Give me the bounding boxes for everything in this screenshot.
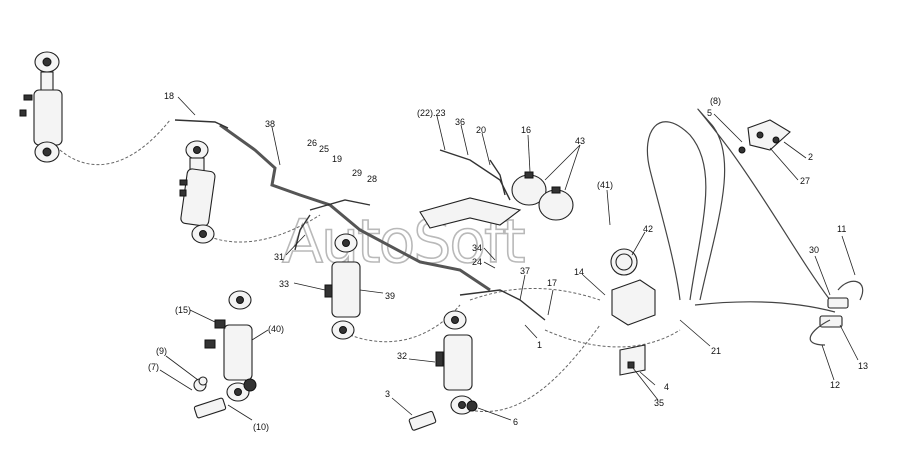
callout-41: (41) [597,180,613,190]
callout-17: 17 [547,278,557,288]
callout-9: (9) [156,346,167,356]
callout-36: 36 [455,117,465,127]
callout-15: (15) [175,305,191,315]
callout-12: 12 [830,380,840,390]
callout-39: 39 [385,291,395,301]
callout-8: (8) [710,96,721,106]
callout-16: 16 [521,125,531,135]
callout-34: 34 [472,243,482,253]
callout-6: 6 [513,417,518,427]
callout-32: 32 [397,351,407,361]
callout-43: 43 [575,136,585,146]
callout-18: 18 [164,91,174,101]
callout-28: 28 [367,174,377,184]
callout-24: 24 [472,257,482,267]
callout-4: 4 [664,382,669,392]
callout-26: 26 [307,138,317,148]
callout-5: 5 [707,108,712,118]
callout-29: 29 [352,168,362,178]
callout-7: (7) [148,362,159,372]
hydraulic-cylinder-left-middle [179,140,216,244]
hydraulic-cylinder-bottom-left [193,290,257,419]
callout-19: 19 [332,154,342,164]
callout-10: (10) [253,422,269,432]
callout-37: 37 [520,266,530,276]
callout-42: 42 [643,224,653,234]
callout-13: 13 [858,361,868,371]
hydraulic-cylinder-top-left [19,51,63,163]
callouts: 18 38 26 25 19 29 28 (22).23 36 20 16 43… [148,91,868,432]
callout-22-23: (22).23 [417,108,446,118]
callout-33: 33 [279,279,289,289]
valve-block [610,248,656,376]
hydraulic-cylinder-center [324,233,361,340]
callout-27: 27 [800,176,810,186]
callout-35: 35 [654,398,664,408]
callout-14: 14 [574,267,584,277]
callout-3: 3 [385,389,390,399]
callout-1: 1 [537,340,542,350]
callout-30: 30 [809,245,819,255]
callout-40: (40) [268,324,284,334]
callout-31: 31 [274,252,284,262]
callout-11: 11 [837,224,846,234]
callout-2: 2 [808,152,813,162]
callout-38: 38 [265,119,275,129]
callout-21: 21 [711,346,721,356]
hydraulic-cylinder-bottom-center [408,310,478,431]
callout-20: 20 [476,125,486,135]
right-fittings [738,119,864,346]
accumulators [419,171,574,229]
callout-25: 25 [319,144,329,154]
